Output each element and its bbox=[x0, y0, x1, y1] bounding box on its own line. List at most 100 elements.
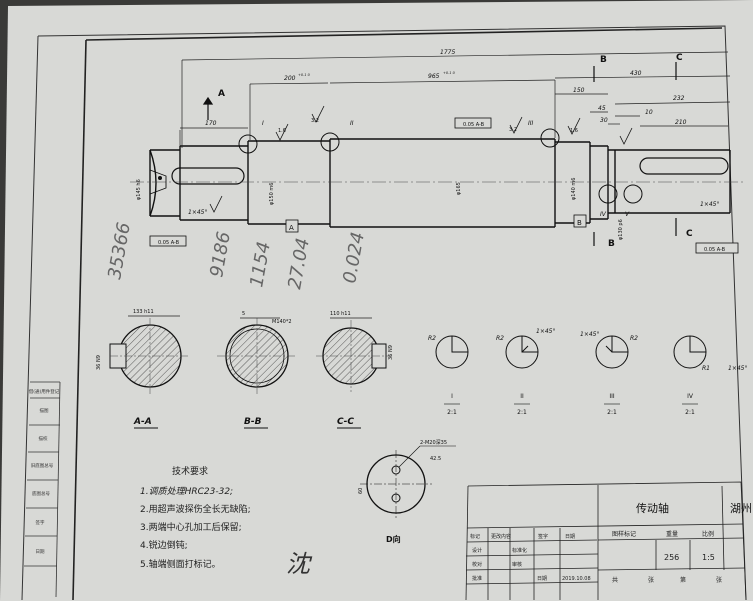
det-scale-2: 2:1 bbox=[517, 409, 527, 416]
tb-date: 日期 bbox=[565, 534, 575, 540]
dia-left-end: φ145 h6 bbox=[136, 179, 142, 200]
detail-mark-2: III bbox=[528, 120, 534, 127]
tb-sign: 签字 bbox=[538, 533, 548, 540]
sec-cc-dim: 110 h11 bbox=[330, 311, 351, 317]
chamfer-right: 1×45° bbox=[700, 201, 719, 208]
d-label: D向 bbox=[386, 534, 401, 544]
strip-label-1: 描图 bbox=[40, 407, 49, 414]
sec-bb-thread: M140*2 bbox=[272, 319, 292, 325]
keyway-left bbox=[171, 167, 245, 185]
gdt-frames bbox=[149, 117, 739, 254]
tech-item-3: 3.两端中心孔加工后保留; bbox=[140, 521, 242, 533]
tb-weight: 256 bbox=[664, 553, 679, 562]
tb-approve: 批准 bbox=[472, 575, 482, 582]
datum-b: B bbox=[577, 219, 582, 227]
left-strip bbox=[24, 381, 61, 598]
signature: 沈 bbox=[286, 550, 313, 578]
title-block bbox=[465, 481, 747, 601]
roughness-symbols bbox=[209, 105, 633, 213]
det-scale-1: 2:1 bbox=[447, 409, 457, 416]
det-r-2: R2 bbox=[496, 335, 504, 342]
det-roman-4: IV bbox=[687, 393, 694, 400]
detail-mark-4: V bbox=[625, 211, 630, 218]
gdt-mid: 0.05 A-B bbox=[463, 122, 485, 128]
tb-date-value: 2019.10.08 bbox=[562, 576, 591, 582]
tb-weight-label: 重量 bbox=[666, 530, 678, 538]
sec-c-bot: C bbox=[686, 229, 693, 239]
tb-review: 审核 bbox=[512, 561, 522, 568]
dim-430: 430 bbox=[630, 70, 642, 77]
tb-page: 第 bbox=[680, 576, 686, 584]
det-ch-3: 1×45° bbox=[580, 331, 599, 338]
tb-page-unit: 张 bbox=[716, 576, 722, 584]
gdt-right: 0.05 A-B bbox=[704, 247, 726, 253]
keyway-right bbox=[639, 157, 729, 175]
tech-item-1: 1.调质处理HRC23-32; bbox=[140, 486, 233, 497]
datum-a: A bbox=[289, 224, 294, 232]
label-aa: A-A bbox=[133, 417, 152, 427]
tech-heading: 技术要求 bbox=[172, 465, 208, 477]
tb-check: 校对 bbox=[472, 561, 482, 568]
tb-scale: 1:5 bbox=[702, 553, 715, 562]
strip-label-0: 借(通)用件登记 bbox=[29, 388, 60, 395]
roughness-3: 3.2 bbox=[509, 127, 517, 133]
company-partial: 湖州 bbox=[730, 502, 752, 515]
det-ch-2: 1×45° bbox=[536, 328, 555, 335]
strip-label-6: 日期 bbox=[36, 549, 45, 555]
tb-stage-label: 图样标记 bbox=[612, 530, 636, 538]
tb-change: 更改内容 bbox=[491, 533, 511, 540]
det-roman-1: I bbox=[451, 393, 453, 400]
dia-right-bear: φ140 m6 bbox=[571, 178, 577, 200]
dim-232: 232 bbox=[673, 95, 685, 102]
inner-frame bbox=[85, 27, 723, 41]
d-dim: 60 bbox=[358, 488, 364, 494]
d-view bbox=[360, 445, 456, 518]
sec-aa-key: 36 N9 bbox=[96, 355, 102, 370]
dia-mid: φ165 bbox=[456, 182, 462, 195]
section-views bbox=[109, 315, 392, 394]
sec-aa-dim: 133 h11 bbox=[133, 309, 154, 315]
roughness-1: 1.6 bbox=[278, 128, 286, 134]
roughness-4: 1.6 bbox=[570, 128, 578, 134]
sec-bb-dim: 5 bbox=[242, 311, 245, 317]
dim-170: 170 bbox=[205, 120, 217, 127]
outer-border bbox=[37, 25, 747, 601]
d-depth: 42.5 bbox=[430, 456, 441, 462]
detail-circles bbox=[238, 128, 643, 204]
dim-45: 45 bbox=[598, 105, 606, 112]
detail-mark-0: I bbox=[262, 120, 264, 127]
dim-1775: 1775 bbox=[440, 49, 455, 56]
dimension-lines bbox=[179, 51, 731, 148]
dim-150: 150 bbox=[573, 87, 585, 94]
tech-item-5: 5.轴端侧面打标记。 bbox=[140, 558, 221, 570]
det-r-4: R1 bbox=[702, 365, 710, 372]
dim-10: 10 bbox=[645, 109, 653, 116]
title-text: 传动轴 bbox=[636, 501, 669, 515]
det-scale-4: 2:1 bbox=[685, 409, 695, 416]
sec-cc-key: 36 N9 bbox=[388, 345, 394, 360]
roughness-2: 3.2 bbox=[311, 118, 319, 124]
tech-item-2: 2.用超声波探伤全长无缺陷; bbox=[140, 503, 251, 515]
dim-200: 200 bbox=[284, 75, 296, 82]
sec-c-top: C bbox=[676, 53, 683, 63]
tb-sheet: 张 bbox=[648, 576, 654, 584]
dim-30: 30 bbox=[600, 117, 608, 124]
strip-label-2: 描校 bbox=[39, 435, 48, 442]
tech-item-4: 4.锐边倒钝; bbox=[140, 539, 188, 551]
chamfer-left: 1×45° bbox=[188, 209, 207, 216]
sec-b-top: B bbox=[600, 55, 607, 65]
strip-label-4: 底图总号 bbox=[32, 490, 50, 497]
dim-965-tol: +0.1 0 bbox=[443, 71, 456, 75]
tb-scale-label: 比例 bbox=[702, 530, 714, 538]
tb-mark: 标记 bbox=[470, 533, 480, 540]
strip-label-5: 签字 bbox=[36, 519, 45, 526]
dia-right-end: φ130 p6 bbox=[618, 219, 624, 240]
det-r-1: R2 bbox=[428, 335, 436, 342]
sec-a-top: A bbox=[218, 89, 225, 99]
section-arrows bbox=[202, 62, 677, 246]
det-ch-right: 1×45° bbox=[728, 365, 747, 372]
center-hole bbox=[149, 169, 167, 195]
dia-left-key: φ150 m6 bbox=[269, 183, 275, 205]
